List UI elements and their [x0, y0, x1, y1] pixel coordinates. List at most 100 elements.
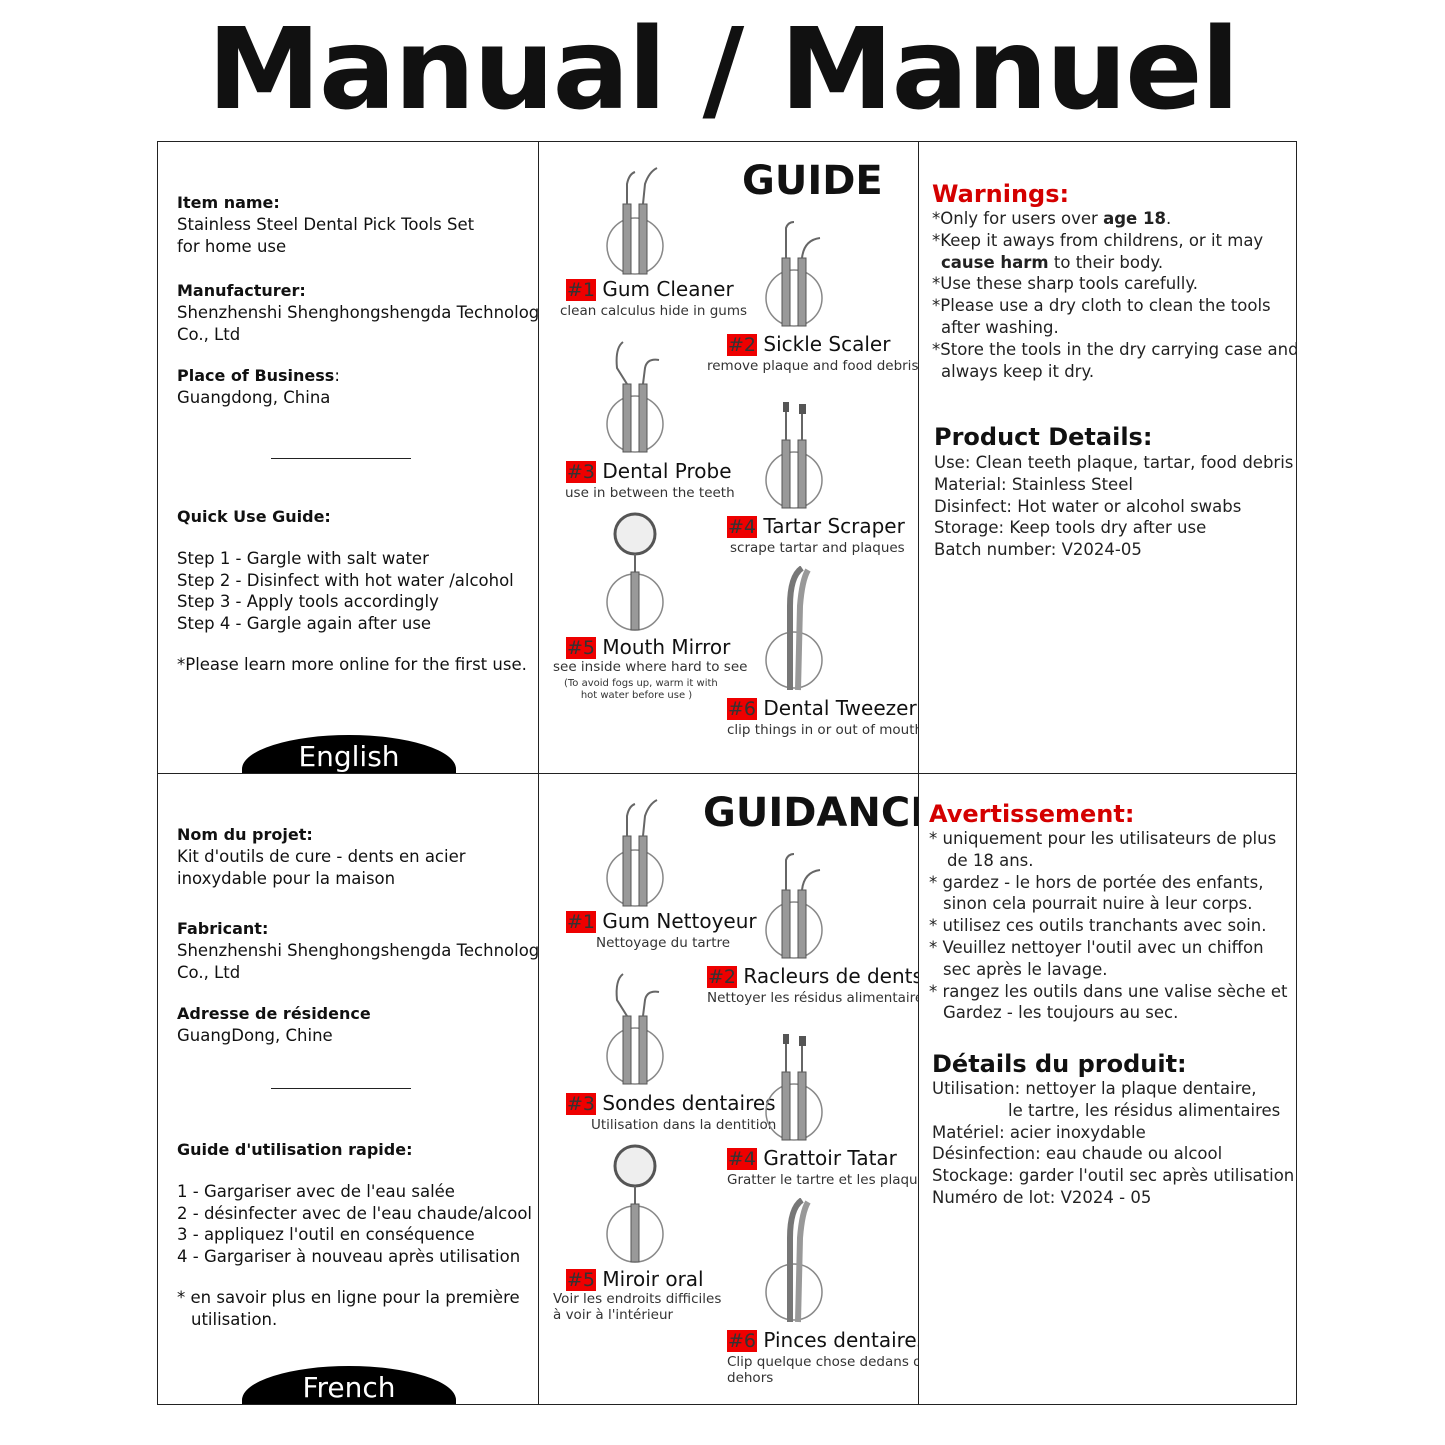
tool-label: Racleurs de dents	[743, 964, 918, 988]
warning-text: Gardez - les toujours au sec.	[943, 1003, 1179, 1023]
manual-grid: Item name: Stainless Steel Dental Pick T…	[157, 141, 1297, 1405]
guide-title: GUIDANCE	[703, 790, 918, 836]
warning-text: .	[1165, 209, 1172, 228]
tool-description: scrape tartar and plaques	[730, 540, 905, 556]
tool-label: Grattoir Tatar	[763, 1146, 897, 1170]
place-label: Adresse de résidence	[177, 1004, 371, 1023]
tool-name: #5 Mouth Mirror	[566, 636, 730, 659]
item-name-value: inoxydable pour la maison	[177, 868, 396, 888]
english-guide-panel: GUIDE #1 Gum Cleaner clean calculus hide…	[539, 142, 918, 773]
product-details-title: Product Details:	[934, 423, 1153, 451]
warning-emphasis: age 18	[1103, 209, 1166, 228]
page-title: Manual / Manuel	[207, 5, 1239, 135]
english-info-panel: Item name: Stainless Steel Dental Pick T…	[158, 142, 538, 773]
tool-description: Nettoyage du tartre	[596, 935, 731, 951]
warning-text: *Only for users over	[932, 209, 1104, 228]
item-name-value: Stainless Steel Dental Pick Tools Set	[177, 215, 475, 234]
warnings-title: Avertissement:	[929, 800, 1135, 828]
manufacturer-value: Co., Ltd	[177, 324, 241, 344]
warning-text: to their body.	[1048, 252, 1164, 272]
tool-label: Tartar Scraper	[763, 514, 905, 538]
product-details-title: Détails du produit:	[932, 1050, 1187, 1078]
gum-cleaner-icon	[605, 798, 665, 908]
tool-description-line: Clip quelque chose dedans ou	[727, 1354, 918, 1370]
tool-description: see inside where hard to see	[553, 659, 748, 675]
divider	[158, 773, 1296, 774]
place-label: Place of Business	[177, 366, 335, 385]
tool-description: clip things in or out of mouth	[727, 722, 918, 738]
detail-item: Numéro de lot: V2024 - 05	[932, 1187, 1152, 1207]
tool-label: Gum Cleaner	[602, 277, 734, 301]
tool-name: #1 Gum Cleaner	[566, 278, 734, 301]
warnings-list: *Only for users over age 18. *Keep it aw…	[932, 208, 1297, 382]
step-item: 2 - désinfecter avec de l'eau chaude/alc…	[177, 1203, 533, 1223]
tool-description-line: Voir les endroits difficiles	[553, 1291, 722, 1307]
manufacturer-value: Shenzhenshi Shenghongshengda Technology	[177, 303, 538, 322]
english-warnings-panel: Warnings: *Only for users over age 18. *…	[919, 142, 1297, 773]
manufacturer-label: Manufacturer:	[177, 281, 306, 300]
tool-number: #1	[566, 279, 597, 301]
tool-description: use in between the teeth	[565, 485, 735, 501]
tool-label: Gum Nettoyeur	[602, 909, 757, 933]
tool-label: Miroir oral	[602, 1267, 704, 1291]
tool-number: #6	[727, 1330, 758, 1352]
place-value: Guangdong, China	[177, 388, 331, 407]
tool-number: #5	[566, 637, 597, 659]
detail-item: Disinfect: Hot water or alcohol swabs	[934, 496, 1242, 516]
tool-note-line: hot water before use )	[580, 690, 693, 701]
tool-number: #5	[566, 1269, 597, 1291]
separator-line	[271, 1088, 411, 1089]
usage-note: * en savoir plus en ligne pour la premiè…	[177, 1288, 520, 1307]
warning-text: * Veuillez nettoyer l'outil avec un chif…	[929, 937, 1264, 957]
step-item: Step 1 - Gargle with salt water	[177, 549, 429, 568]
tool-note-line: (To avoid fogs up, warm it with	[564, 678, 718, 689]
french-guide-panel: GUIDANCE #1 Gum Nettoyeur Nettoyage du t…	[539, 774, 918, 1404]
tool-number: #4	[727, 1148, 758, 1170]
sickle-scaler-icon	[764, 850, 824, 960]
warning-text: sec après le lavage.	[943, 959, 1108, 979]
product-details-list: Utilisation: nettoyer la plaque dentaire…	[932, 1078, 1294, 1209]
step-item: 4 - Gargariser à nouveau après utilisati…	[177, 1246, 521, 1266]
warning-text: * uniquement pour les utilisateurs de pl…	[929, 829, 1277, 848]
place-colon: :	[334, 366, 340, 385]
tool-description-line: dehors	[727, 1370, 774, 1386]
tool-number: #6	[727, 698, 758, 720]
warning-text: *Use these sharp tools carefully.	[932, 274, 1198, 294]
place-value: GuangDong, Chine	[177, 1026, 333, 1045]
tool-number: #1	[566, 911, 597, 933]
quick-guide-label: Guide d'utilisation rapide:	[177, 1140, 413, 1159]
tool-number: #3	[566, 461, 597, 483]
detail-item: Utilisation: nettoyer la plaque dentaire…	[932, 1079, 1257, 1098]
warnings-list: * uniquement pour les utilisateurs de pl…	[929, 828, 1288, 1024]
tool-name: #4 Tartar Scraper	[727, 515, 905, 538]
warning-text: always keep it dry.	[941, 361, 1095, 381]
item-name-value: for home use	[177, 236, 287, 256]
detail-item: Désinfection: eau chaude ou alcool	[932, 1144, 1223, 1164]
mouth-mirror-icon	[605, 512, 665, 632]
detail-item: Use: Clean teeth plaque, tartar, food de…	[934, 453, 1294, 472]
step-item: Step 3 - Apply tools accordingly	[177, 592, 439, 611]
tool-name: #2 Racleurs de dents	[707, 965, 918, 988]
dental-tweezer-icon	[764, 1198, 828, 1324]
manufacturer-value: Shenzhenshi Shenghongshengda Technology	[177, 941, 538, 960]
step-item: Step 4 - Gargle again after use	[177, 613, 432, 633]
quick-guide-label: Quick Use Guide:	[177, 507, 331, 526]
warning-text: *Store the tools in the dry carrying cas…	[932, 339, 1297, 359]
tool-description: Gratter le tartre et les plaques	[727, 1172, 918, 1188]
warning-text: * utilisez ces outils tranchants avec so…	[929, 916, 1267, 936]
detail-item: Matériel: acier inoxydable	[932, 1122, 1146, 1142]
tartar-scraper-icon	[764, 400, 824, 510]
item-name-label: Nom du projet:	[177, 825, 313, 844]
product-details-list: Use: Clean teeth plaque, tartar, food de…	[934, 452, 1293, 561]
tool-label: Pinces dentaires	[763, 1328, 918, 1352]
guide-title: GUIDE	[742, 158, 883, 204]
gum-cleaner-icon	[605, 166, 665, 276]
language-badge: French	[242, 1366, 456, 1404]
french-warnings-panel: Avertissement: * uniquement pour les uti…	[919, 774, 1297, 1404]
warnings-title: Warnings:	[932, 180, 1070, 208]
warning-text: * rangez les outils dans une valise sèch…	[929, 981, 1288, 1001]
tool-description-line: à voir à l'intérieur	[553, 1307, 674, 1323]
detail-item: Material: Stainless Steel	[934, 474, 1133, 494]
